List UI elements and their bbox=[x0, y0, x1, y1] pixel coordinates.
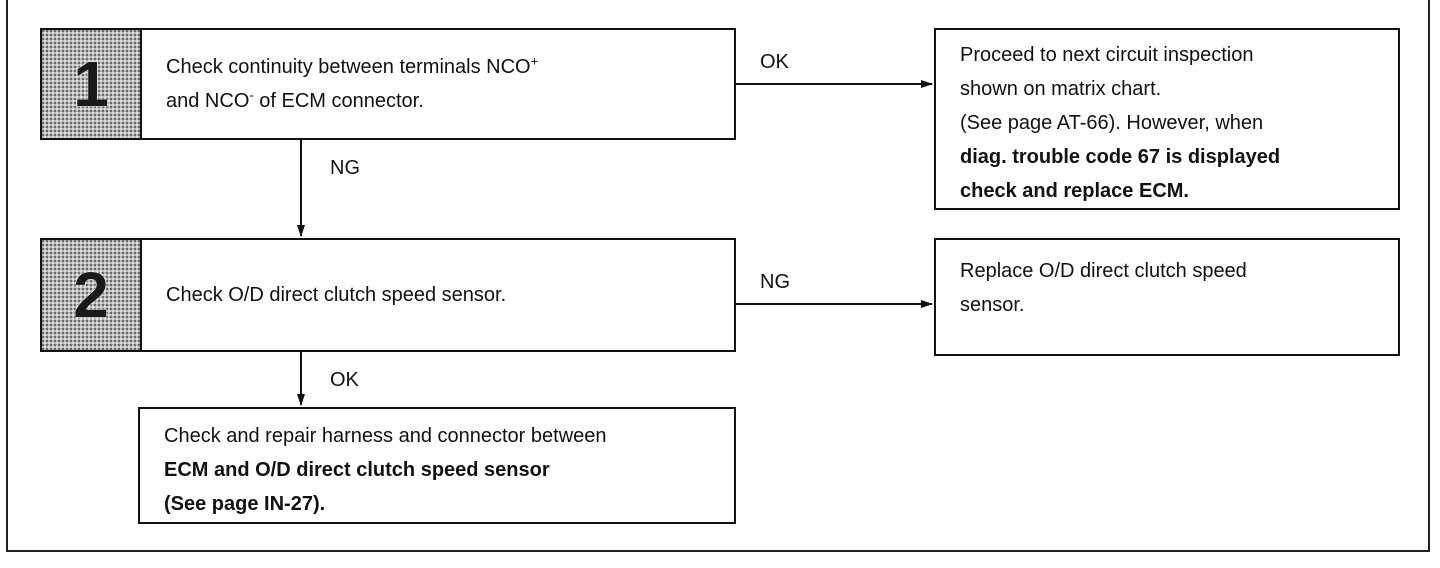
step2-ng-label: NG bbox=[760, 271, 790, 293]
step1-ok-result-box: Proceed to next circuit inspection shown… bbox=[934, 28, 1400, 210]
step1-box: 1 Check continuity between terminals NCO… bbox=[40, 28, 736, 140]
step1-number: 1 bbox=[73, 48, 109, 120]
step1-line2: and NCO- of ECM connector. bbox=[166, 87, 424, 112]
step2-ok-result-box: Check and repair harness and connector b… bbox=[138, 407, 736, 524]
step2-box: 2 Check O/D direct clutch speed sensor. bbox=[40, 238, 736, 352]
step1-ok-line5: check and replace ECM. bbox=[960, 180, 1189, 202]
step2-text: Check O/D direct clutch speed sensor. bbox=[142, 240, 734, 350]
step2-number-badge: 2 bbox=[42, 240, 142, 350]
step1-line1: Check continuity between terminals NCO+ bbox=[166, 53, 539, 78]
step1-ok-label: OK bbox=[760, 51, 789, 73]
step2-ok-line2: ECM and O/D direct clutch speed sensor bbox=[164, 459, 550, 481]
step1-ok-line1: Proceed to next circuit inspection bbox=[960, 44, 1254, 66]
step1-ok-line4: diag. trouble code 67 is displayed bbox=[960, 146, 1281, 168]
step2-ng-line2: sensor. bbox=[960, 294, 1025, 316]
step2-ok-line3: (See page IN-27). bbox=[164, 493, 326, 515]
step2-ok-label: OK bbox=[330, 369, 359, 391]
step1-ok-line3: (See page AT-66). However, when bbox=[960, 112, 1264, 134]
step2-ng-result-box: Replace O/D direct clutch speed sensor. bbox=[934, 238, 1400, 356]
step2-ok-line1: Check and repair harness and connector b… bbox=[164, 425, 607, 447]
step2-number: 2 bbox=[73, 259, 109, 331]
step2-line1: Check O/D direct clutch speed sensor. bbox=[166, 284, 507, 306]
step1-text: Check continuity between terminals NCO+ … bbox=[142, 30, 734, 138]
step1-number-badge: 1 bbox=[42, 30, 142, 138]
step1-ok-line2: shown on matrix chart. bbox=[960, 78, 1162, 100]
diagram-frame bbox=[6, 0, 1430, 552]
step2-ng-line1: Replace O/D direct clutch speed bbox=[960, 260, 1247, 282]
step1-ng-label: NG bbox=[330, 157, 360, 179]
